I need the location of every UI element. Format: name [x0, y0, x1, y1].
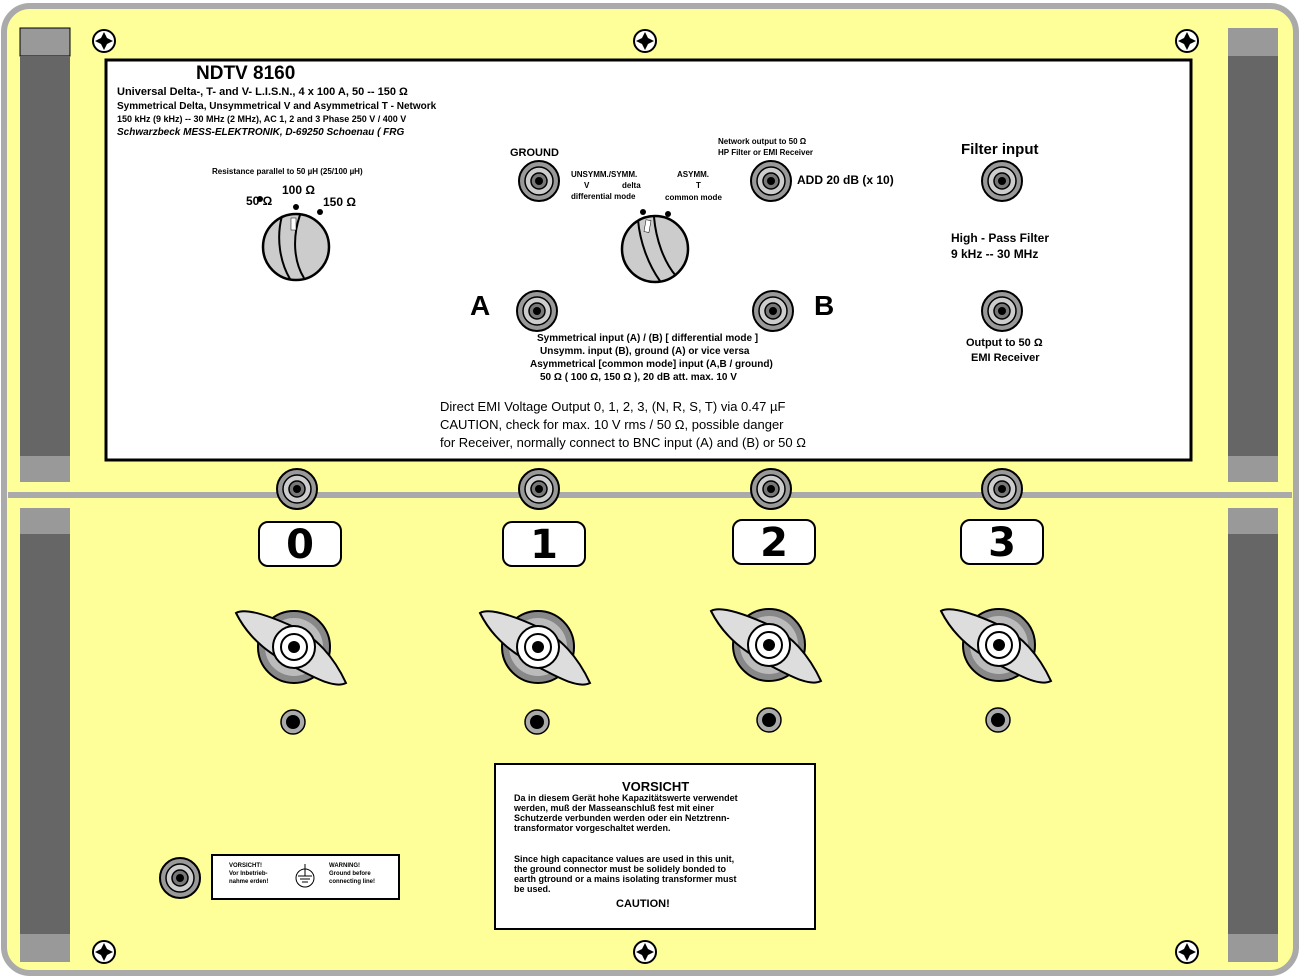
- input-desc-4: 50 Ω ( 100 Ω, 150 Ω ), 20 dB att. max. 1…: [540, 372, 737, 383]
- resistance-opt-50: 50 Ω: [246, 194, 273, 208]
- filter-input-bnc-connector[interactable]: [981, 160, 1023, 202]
- mode-common: common mode: [665, 193, 722, 202]
- ground-warning-en-1: WARNING!: [329, 863, 360, 869]
- direct-output-3-bnc[interactable]: [981, 468, 1023, 510]
- resistance-title: Resistance parallel to 50 µH (25/100 µH): [212, 167, 363, 176]
- screw-icon: [1175, 29, 1199, 53]
- ground-terminal[interactable]: [159, 857, 201, 899]
- input-desc-1: Symmetrical input (A) / (B) [ differenti…: [537, 333, 759, 344]
- ground-warning-de-3: nahme erden!: [229, 879, 269, 885]
- direct-output-line-1: Direct EMI Voltage Output 0, 1, 2, 3, (N…: [440, 399, 786, 414]
- resistance-selector-knob[interactable]: [257, 196, 331, 282]
- direct-output-2-bnc[interactable]: [750, 468, 792, 510]
- capacitance-warning-plate: VORSICHT Da in diesem Gerät hohe Kapazit…: [494, 763, 816, 930]
- screw-icon: [92, 940, 116, 964]
- high-pass-range: 9 kHz -- 30 MHz: [951, 247, 1039, 261]
- input-desc-2: Unsymm. input (B), ground (A) or vice ve…: [540, 346, 750, 357]
- filter-output-line-2: EMI Receiver: [971, 352, 1040, 364]
- socket-1[interactable]: [524, 709, 550, 735]
- header-line-4: Schwarzbeck MESS-ELEKTRONIK, D-69250 Sch…: [117, 127, 405, 138]
- earth-ground-icon: [295, 864, 315, 888]
- ground-label: GROUND: [510, 147, 559, 159]
- warning-en-1: Since high capacitance values are used i…: [514, 854, 735, 864]
- warning-de-1: Da in diesem Gerät hohe Kapazitätswerte …: [514, 793, 738, 803]
- ground-warning-de-1: VORSICHT!: [229, 863, 262, 869]
- screw-icon: [633, 29, 657, 53]
- input-a-label: A: [470, 290, 491, 321]
- warning-en-2: the ground connector must be solidely bo…: [514, 864, 727, 874]
- ground-warning-en-2: Ground before: [329, 871, 371, 877]
- warning-en-4: be used.: [514, 884, 551, 894]
- mode-asymm: ASYMM.: [677, 170, 709, 179]
- screw-icon: [633, 940, 657, 964]
- socket-2[interactable]: [756, 707, 782, 733]
- warning-en-3: earth gtround or a mains isolating trans…: [514, 874, 737, 884]
- direct-output-line-2: CAUTION, check for max. 10 V rms / 50 Ω,…: [440, 417, 784, 432]
- direct-output-line-3: for Receiver, normally connect to BNC in…: [440, 435, 806, 450]
- resistance-opt-150: 150 Ω: [323, 195, 356, 209]
- input-desc-3: Asymmetrical [common mode] input (A,B / …: [530, 359, 773, 370]
- warning-de-2: werden, muß der Masseanschluß fest mit e…: [514, 803, 715, 813]
- warning-de-4: transformator vorgeschaltet werden.: [514, 823, 671, 833]
- warning-title: VORSICHT: [622, 779, 690, 794]
- ground-warning-de-2: Vor Inbetrieb-: [229, 871, 268, 877]
- mode-unsymm-symm: UNSYMM./SYMM.: [571, 170, 638, 179]
- screw-icon: [1175, 940, 1199, 964]
- socket-3[interactable]: [985, 707, 1011, 733]
- header-line-3: 150 kHz (9 kHz) -- 30 MHz (2 MHz), AC 1,…: [117, 114, 407, 124]
- warning-caution: CAUTION!: [616, 898, 670, 910]
- input-b-bnc-connector[interactable]: [752, 290, 794, 332]
- network-output-bnc-connector[interactable]: [750, 160, 792, 202]
- mode-delta: delta: [622, 181, 641, 190]
- warning-de-3: Schutzerde verbunden werden oder ein Net…: [514, 813, 730, 823]
- channel-label-0: 0: [258, 521, 342, 567]
- socket-0[interactable]: [280, 709, 306, 735]
- filter-output-line-1: Output to 50 Ω: [966, 337, 1043, 349]
- direct-output-0-bnc[interactable]: [276, 468, 318, 510]
- direct-output-1-bnc[interactable]: [518, 468, 560, 510]
- input-b-label: B: [814, 290, 835, 321]
- mode-selector-knob[interactable]: [620, 209, 690, 284]
- filter-input-label: Filter input: [961, 141, 1039, 158]
- mode-t: T: [696, 181, 701, 190]
- ground-bnc-connector[interactable]: [518, 160, 560, 202]
- mode-v: V: [584, 181, 590, 190]
- mode-differential: differential mode: [571, 192, 636, 201]
- ground-warning-en-3: connecting line!: [329, 879, 376, 885]
- network-line-2: HP Filter or EMI Receiver: [718, 148, 813, 157]
- filter-output-bnc-connector[interactable]: [981, 290, 1023, 332]
- resistance-opt-100: 100 Ω: [282, 183, 315, 197]
- header-line-1: Universal Delta-, T- and V- L.I.S.N., 4 …: [117, 86, 408, 98]
- network-line-1: Network output to 50 Ω: [718, 137, 807, 146]
- screw-icon: [92, 29, 116, 53]
- model-name: NDTV 8160: [196, 63, 296, 84]
- channel-label-2: 2: [732, 519, 816, 565]
- high-pass-label: High - Pass Filter: [951, 231, 1050, 245]
- network-add-db: ADD 20 dB (x 10): [797, 173, 894, 187]
- ground-warning-label: VORSICHT! Vor Inbetrieb- nahme erden! WA…: [211, 854, 400, 900]
- input-a-bnc-connector[interactable]: [516, 290, 558, 332]
- channel-label-1: 1: [502, 521, 586, 567]
- header-line-2: Symmetrical Delta, Unsymmetrical V and A…: [117, 101, 437, 112]
- channel-label-3: 3: [960, 519, 1044, 565]
